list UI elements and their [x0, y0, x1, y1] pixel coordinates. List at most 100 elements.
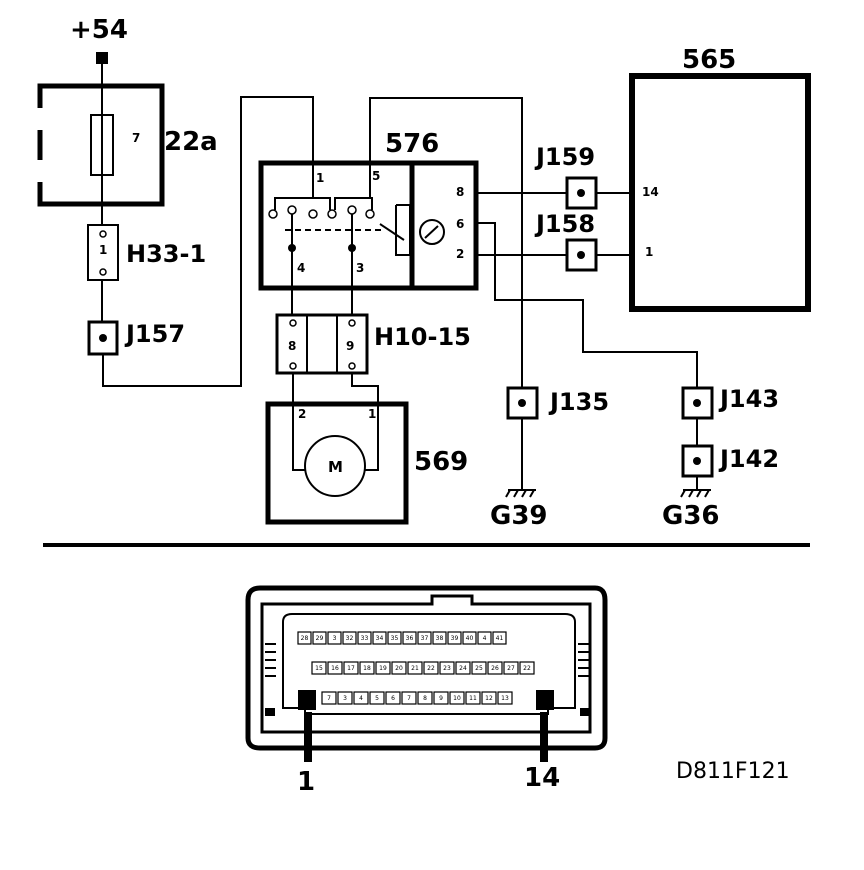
connector-pin — [432, 631, 447, 645]
supply-label: +54 — [70, 15, 128, 45]
splice-j135 — [505, 386, 539, 498]
connector-pin — [372, 631, 387, 645]
connector-pin-label: 18 — [363, 665, 371, 672]
connector-pin-label: 7 — [327, 695, 331, 702]
connector-pin-label: 8 — [423, 695, 427, 702]
connector-pin-label: 34 — [376, 635, 384, 642]
connector-pin — [327, 661, 343, 675]
connector-pin-label: 35 — [391, 635, 399, 642]
connector-pin — [471, 661, 487, 675]
relay-pin1-label: 1 — [316, 171, 324, 185]
pin-1-block — [298, 690, 316, 710]
connector-pin — [465, 691, 481, 705]
connector-pin — [343, 661, 359, 675]
connector-pin — [297, 631, 312, 645]
connector-pin-label: 22 — [427, 665, 435, 672]
connector-pin-label: 22 — [523, 665, 531, 672]
connector-pin-label: 20 — [395, 665, 403, 672]
fuse-pin-label: 7 — [132, 131, 140, 145]
connector-pin-label: 41 — [496, 635, 504, 642]
pin-last-label: 14 — [524, 763, 560, 793]
connector-pin — [312, 631, 327, 645]
connector-pin-label: 25 — [475, 665, 483, 672]
splice-j159 — [565, 176, 598, 210]
h33-label: H33-1 — [126, 240, 206, 268]
connector-pin-label: 33 — [361, 635, 369, 642]
relay-label: 576 — [385, 129, 439, 159]
h33-pin-label: 1 — [99, 243, 107, 257]
j135-label: J135 — [548, 388, 609, 416]
connector-pin — [449, 691, 465, 705]
connector-pin — [359, 661, 375, 675]
relay-pin2-label: 2 — [456, 247, 464, 261]
h10-pin8-label: 8 — [288, 339, 296, 353]
connector-pin — [407, 661, 423, 675]
connector-h33-1 — [87, 224, 119, 322]
splice-j157 — [87, 96, 314, 387]
connector-pin-label: 38 — [436, 635, 444, 642]
connector-pin-label: 24 — [459, 665, 467, 672]
ecu-pin1-label: 1 — [645, 245, 653, 259]
connector-pin — [492, 631, 507, 645]
g39-label: G39 — [490, 501, 548, 531]
connector-pin — [321, 691, 337, 705]
fuse-box-label: 22a — [164, 127, 218, 157]
connector-pin — [337, 691, 353, 705]
pin-1-pointer — [304, 712, 312, 762]
connector-pin-label: 10 — [453, 695, 461, 702]
connector-pin-label: 32 — [346, 635, 354, 642]
connector-pin — [357, 631, 372, 645]
connector-pin-label: 27 — [507, 665, 515, 672]
motor-symbol — [304, 435, 366, 497]
ecu-label: 565 — [682, 45, 736, 75]
h10-pin9-label: 9 — [346, 339, 354, 353]
connector-pin — [477, 631, 492, 645]
connector-pin — [391, 661, 407, 675]
j157-label: J157 — [124, 320, 185, 348]
connector-pin — [462, 631, 477, 645]
connector-pin-label: 5 — [375, 695, 379, 702]
connector-pin — [423, 661, 439, 675]
connector-pin-label: 13 — [501, 695, 509, 702]
connector-pin — [439, 661, 455, 675]
connector-pin — [503, 661, 519, 675]
j143-label: J143 — [718, 385, 779, 413]
connector-pin — [342, 631, 357, 645]
connector-pin — [402, 631, 417, 645]
connector-pin-label: 7 — [407, 695, 411, 702]
wire-to-j143 — [494, 260, 698, 388]
connector-pin-label: 16 — [331, 665, 339, 672]
fuse-box-22a — [37, 83, 165, 225]
connector-pin — [401, 691, 417, 705]
connector-pin-label: 4 — [483, 635, 487, 642]
connector-pin-label: 21 — [411, 665, 419, 672]
connector-pin-label: 15 — [315, 665, 323, 672]
connector-pin — [497, 691, 513, 705]
connector-pin — [447, 631, 462, 645]
connector-pin-label: 4 — [359, 695, 363, 702]
connector-pin-label: 9 — [439, 695, 443, 702]
motor-pin1-label: 1 — [368, 407, 376, 421]
connector-pin-label: 23 — [443, 665, 451, 672]
relay-576 — [258, 97, 568, 388]
pin-14-block — [536, 690, 554, 710]
relay-pin8-label: 8 — [456, 185, 464, 199]
connector-pin-label: 3 — [333, 635, 337, 642]
j159-label: J159 — [534, 143, 595, 171]
j158-label: J158 — [534, 210, 595, 238]
ecu-565 — [596, 73, 811, 312]
relay-pin6-label: 6 — [456, 217, 464, 231]
connector-pin — [433, 691, 449, 705]
connector-pin — [487, 661, 503, 675]
connector-pin — [327, 631, 342, 645]
motor-pin2-label: 2 — [298, 407, 306, 421]
connector-pin — [519, 661, 535, 675]
pin-14-pointer — [540, 712, 548, 762]
splice-j158 — [565, 238, 598, 272]
supply-terminal — [96, 52, 108, 85]
splice-j142 — [680, 444, 714, 498]
connector-pin — [455, 661, 471, 675]
